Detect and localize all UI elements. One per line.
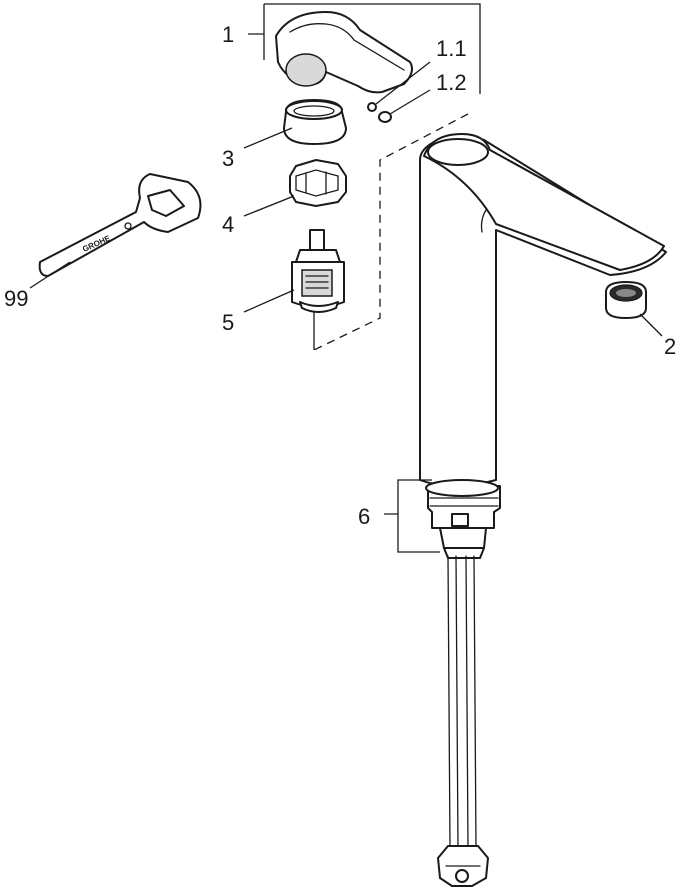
callout-plug: 1.2 <box>436 70 467 95</box>
assembly-dash-line <box>313 113 469 351</box>
callout-aerator: 2 <box>664 334 676 359</box>
handle <box>275 11 413 94</box>
handle-group-bracket <box>248 3 481 94</box>
leader-cartridge <box>243 289 295 313</box>
nut <box>289 159 347 207</box>
plug <box>378 111 392 123</box>
wrench: GROHE <box>38 173 202 277</box>
callout-handle: 1 <box>222 22 234 47</box>
aerator <box>605 281 647 319</box>
callout-cartridge: 5 <box>222 310 234 335</box>
callout-screw: 1.1 <box>436 36 467 61</box>
faucet-body <box>419 133 667 487</box>
callout-wrench: 99 <box>4 286 28 311</box>
callout-fixing-set: 6 <box>358 504 370 529</box>
leader-nut <box>243 195 295 217</box>
screw <box>367 102 377 112</box>
fixing-set-bracket <box>384 479 440 553</box>
leader-wrench <box>29 261 71 289</box>
leader-cover-cap <box>243 127 293 149</box>
leader-screw <box>375 61 431 105</box>
fixing-set <box>425 479 501 887</box>
callout-cover-cap: 3 <box>222 146 234 171</box>
callout-nut: 4 <box>222 212 234 237</box>
leader-plug <box>389 89 431 115</box>
cartridge <box>291 229 345 313</box>
cover-cap <box>283 99 347 145</box>
leader-aerator <box>639 313 663 337</box>
